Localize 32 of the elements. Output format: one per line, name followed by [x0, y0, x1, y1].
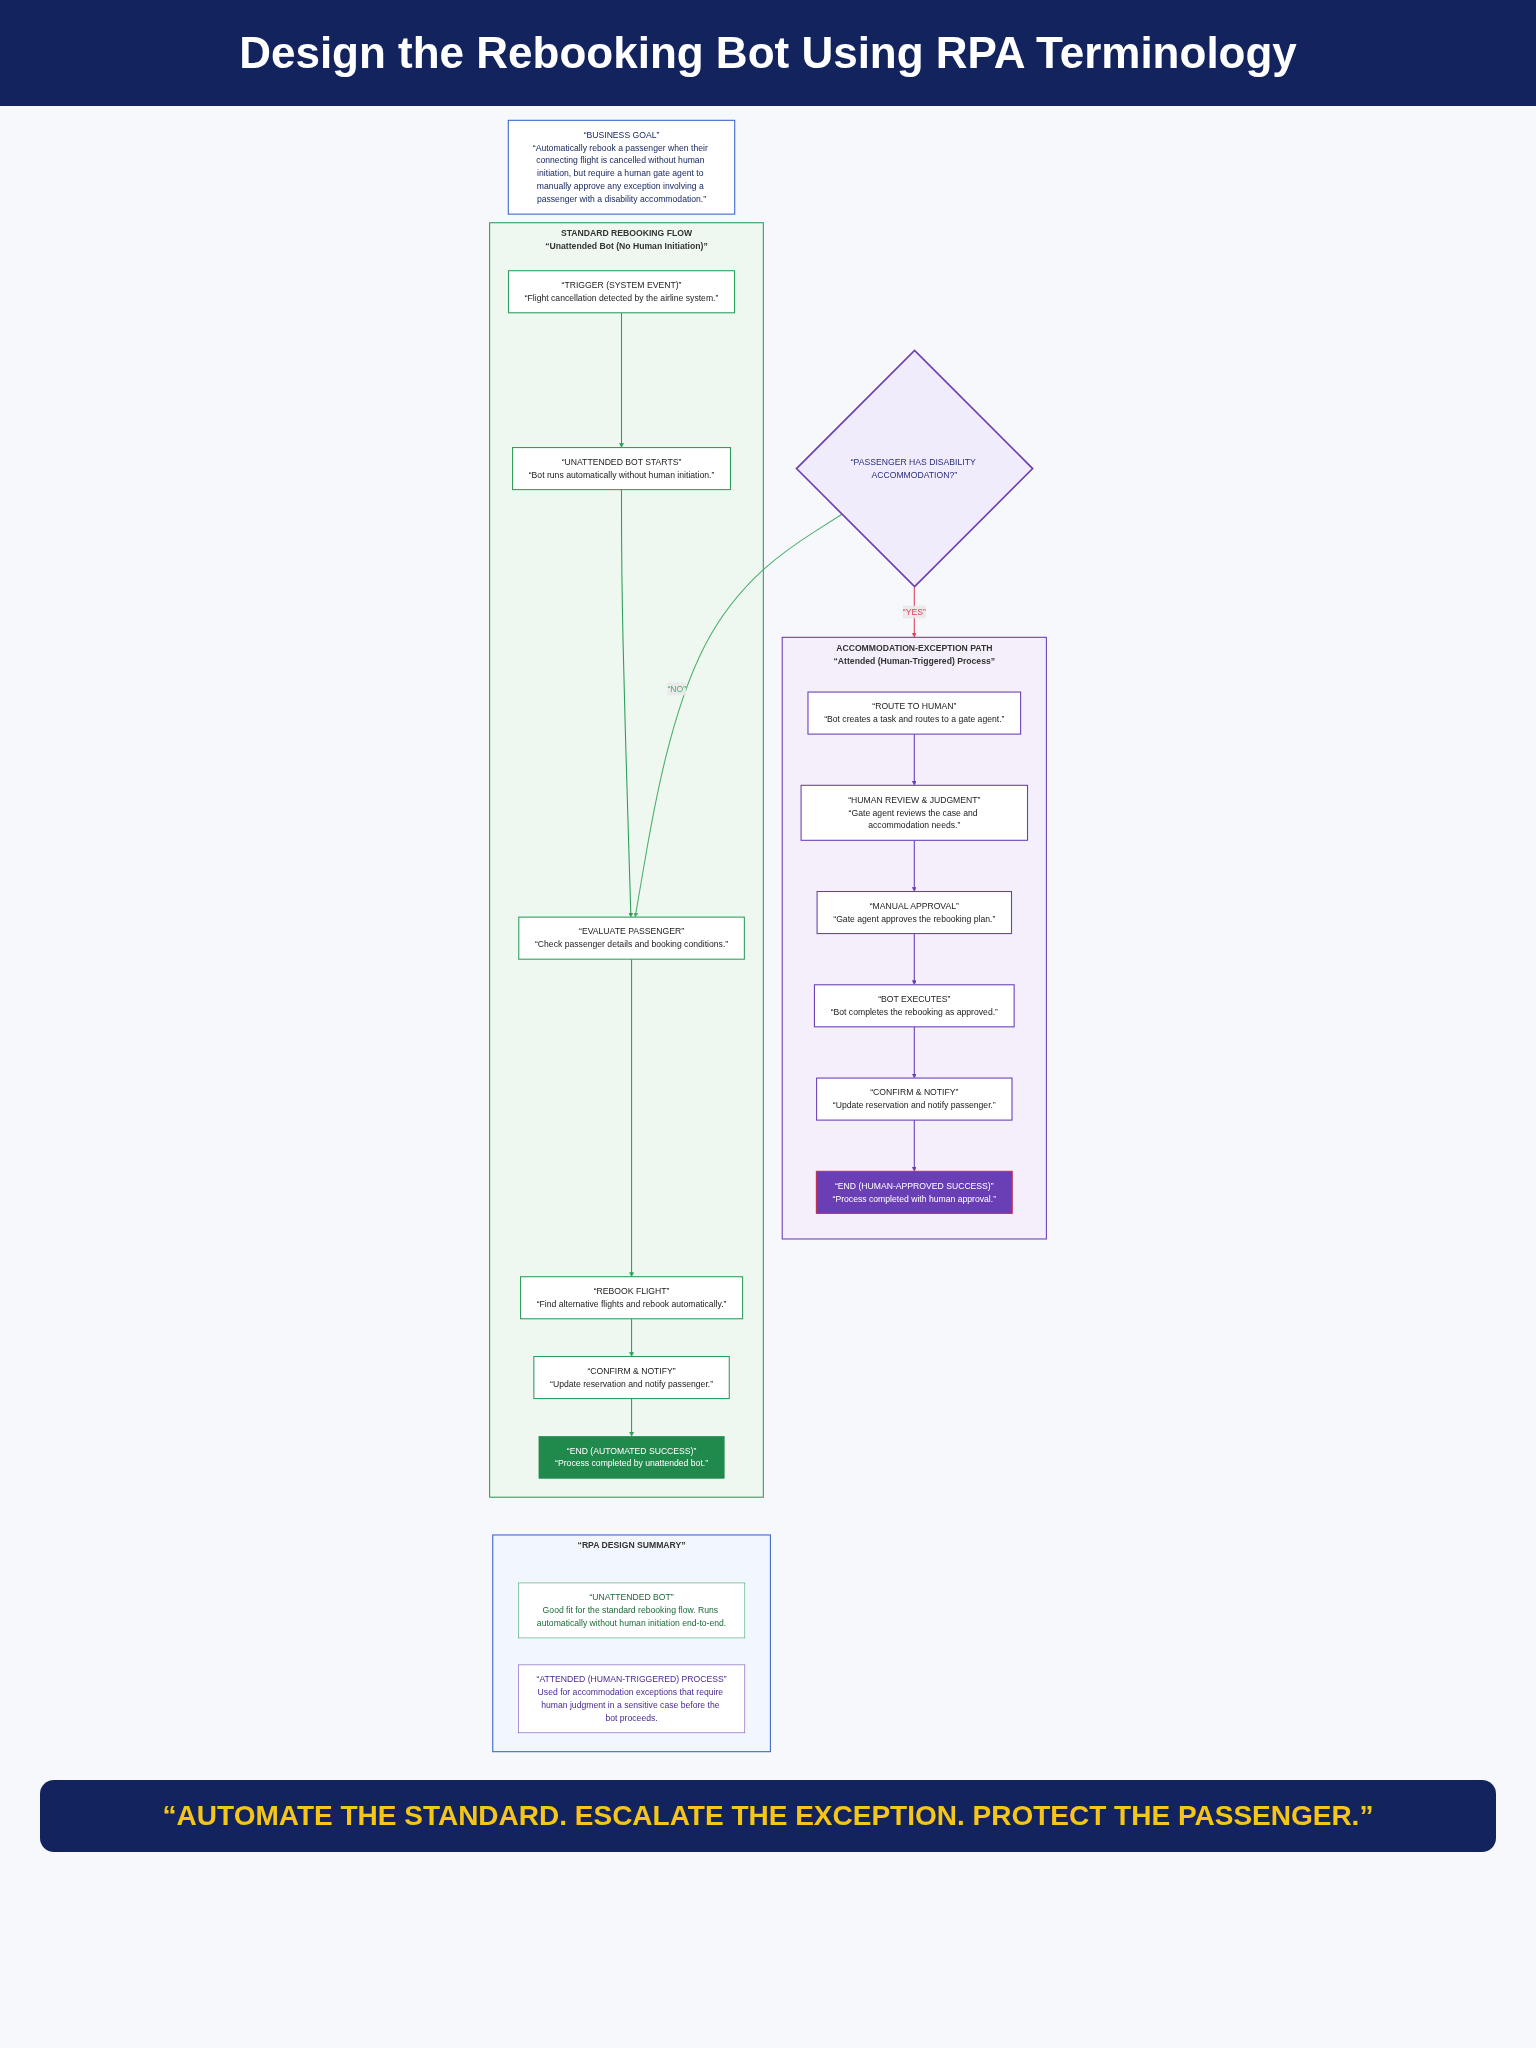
edge-label: “NO”	[667, 684, 687, 694]
arrow	[911, 733, 917, 786]
arrow	[911, 1119, 917, 1172]
node-box: “REBOOK FLIGHT” “Find alternative flights and rebook automatically.”	[520, 1276, 744, 1320]
edge-label: “YES”	[902, 607, 926, 617]
node-box: “BUSINESS GOAL” “Automatically rebook a passenger when their connecting flight is cancelled without human initiation, but require a human gate agent to manually approve any exception involving a passenger with a disability accommodation.”	[507, 119, 736, 215]
node-box: “BOT EXECUTES” “Bot completes the rebooking as approved.”	[813, 984, 1015, 1028]
node-box: “END (HUMAN-APPROVED SUCCESS)” “Process completed with human approval.”	[815, 1170, 1013, 1214]
node-box: “MANUAL APPROVAL” “Gate agent approves the rebooking plan.”	[816, 891, 1013, 935]
node-box: “ATTENDED (HUMAN-TRIGGERED) PROCESS” Used for accommodation exceptions that require human judgment in a sensitive case before the bot proceeds.	[518, 1664, 746, 1734]
arrow	[633, 513, 843, 918]
node-box: “UNATTENDED BOT STARTS” “Bot runs automatically without human initiation.”	[512, 447, 731, 491]
slogan-banner: “AUTOMATE THE STANDARD. ESCALATE THE EXCEPTION. PROTECT THE PASSENGER.”	[40, 1780, 1496, 1852]
node-box: “UNATTENDED BOT” Good fit for the standard rebooking flow. Runs automatically without human initiation end-to-end.	[518, 1582, 746, 1639]
node-box: “CONFIRM & NOTIFY” “Update reservation and notify passenger.”	[533, 1355, 730, 1400]
node-box: “ROUTE TO HUMAN” “Bot creates a task and routes to a gate agent.”	[807, 691, 1022, 735]
arrow	[620, 489, 634, 918]
node-box: “EVALUATE PASSENGER” “Check passenger details and booking conditions.”	[518, 916, 745, 960]
node-box: “TRIGGER (SYSTEM EVENT)” “Flight cancellation detected by the airline system.”	[507, 270, 736, 314]
arrow	[911, 1026, 917, 1079]
arrow	[629, 1318, 634, 1357]
arrow	[911, 586, 917, 638]
arrow	[911, 839, 917, 892]
node-diamond: “PASSENGER HAS DISABILITY ACCOMMODATION?”	[795, 349, 1034, 588]
title: Design the Rebooking Bot Using RPA Terminology	[0, 0, 1536, 106]
arrow	[911, 933, 917, 985]
arrow	[619, 312, 624, 448]
arrow	[629, 958, 634, 1277]
node-box: “HUMAN REVIEW & JUDGMENT” “Gate agent reviews the case and accommodation needs.”	[800, 784, 1029, 841]
arrow	[629, 1398, 634, 1437]
node-box: “CONFIRM & NOTIFY” “Update reservation and notify passenger.”	[816, 1077, 1013, 1121]
node-box: “END (AUTOMATED SUCCESS)” “Process completed by unattended bot.”	[538, 1436, 725, 1479]
